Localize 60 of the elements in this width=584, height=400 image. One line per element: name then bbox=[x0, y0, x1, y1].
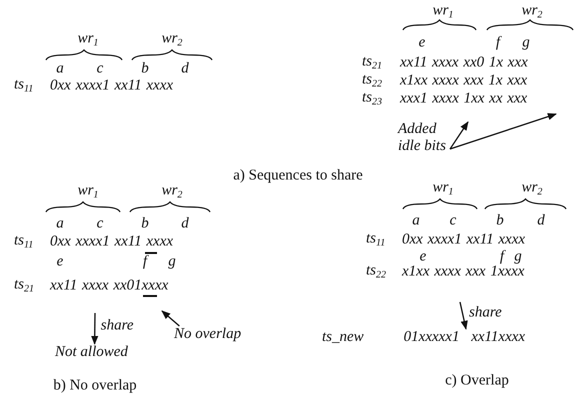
bit-sequence: 01xxxxx1 xx11xxxx bbox=[404, 329, 526, 346]
annotation-text: Added idle bits bbox=[398, 121, 447, 154]
panel-caption: b) No overlap bbox=[53, 378, 137, 394]
field-letter: b bbox=[141, 62, 149, 76]
sequence-name: ts$_{11}$ bbox=[366, 232, 386, 248]
bit-sequence: xx11 xxxx xx01xxxx bbox=[50, 278, 168, 294]
field-letter: d bbox=[181, 216, 189, 232]
group-label: wr$_{2}$ bbox=[522, 180, 542, 198]
field-letter: f bbox=[142, 254, 148, 270]
bit-sequence: x1xx xxxx xxx 1x xxx bbox=[400, 74, 528, 88]
bit-sequence: xxx1 xxxx 1xx xx xxx bbox=[400, 92, 528, 106]
sequence-name: ts$_{21}$ bbox=[362, 54, 382, 72]
group-label: wr$_{2}$ bbox=[162, 32, 182, 48]
arrow bbox=[459, 302, 468, 330]
field-letter: d bbox=[537, 214, 545, 228]
field-letter: f bbox=[500, 250, 504, 264]
group-label: wr$_{2}$ bbox=[162, 184, 182, 200]
field-letter: e bbox=[418, 36, 426, 50]
group-label: wr$_{1}$ bbox=[78, 184, 98, 200]
sequence-name: ts$_{21}$ bbox=[14, 278, 34, 294]
bit-sequence: xx11 xxxx xx0 1x xxx bbox=[400, 56, 528, 70]
sequence-name: ts$_{22}$ bbox=[362, 72, 382, 90]
panel-caption: a) Sequences to share bbox=[233, 168, 363, 184]
group-label: wr$_{1}$ bbox=[432, 4, 454, 20]
panel-caption: c) Overlap bbox=[445, 374, 509, 388]
arrow bbox=[91, 313, 98, 345]
field-letter: a bbox=[56, 62, 64, 76]
field-letter: g bbox=[522, 36, 530, 50]
sequence-name: ts$_{11}$ bbox=[14, 234, 34, 250]
leader-arrow bbox=[450, 113, 557, 150]
field-letter: c bbox=[96, 216, 104, 232]
leader-arrow bbox=[161, 310, 180, 326]
field-letter: e bbox=[420, 250, 426, 264]
bit-sequence: 0xx xxxx1 xx11 xxxx bbox=[50, 78, 174, 94]
bit-sequence: 0xx xxxx1 xx11 xxxx bbox=[50, 234, 174, 250]
edge-label: share bbox=[100, 318, 134, 333]
field-letter: f bbox=[496, 36, 500, 50]
bit-sequence: 0xx xxxx1 xx11 xxxx bbox=[402, 232, 526, 248]
field-letter: g bbox=[514, 250, 522, 264]
group-label: wr$_{2}$ bbox=[522, 4, 542, 20]
sequence-name: ts$_{23}$ bbox=[362, 90, 382, 108]
field-letter: a bbox=[412, 214, 420, 228]
field-letter: d bbox=[181, 62, 189, 76]
bit-sequence: x1xx xxxx xxx 1xxxx bbox=[402, 264, 524, 280]
field-letter: e bbox=[56, 254, 64, 270]
sequence-name: ts_new bbox=[322, 329, 364, 346]
annotation-text: No overlap bbox=[174, 326, 242, 342]
field-letter: g bbox=[168, 254, 176, 270]
sequence-name: ts$_{22}$ bbox=[366, 264, 386, 280]
edge-label: share bbox=[469, 305, 502, 320]
field-letter: c bbox=[450, 214, 456, 228]
field-letter: c bbox=[96, 62, 104, 76]
field-letter: b bbox=[496, 214, 504, 228]
field-letter: a bbox=[56, 216, 64, 232]
field-letter: b bbox=[141, 216, 149, 232]
sequence-name: ts$_{11}$ bbox=[14, 78, 34, 94]
group-label: wr$_{1}$ bbox=[78, 32, 98, 48]
group-label: wr$_{1}$ bbox=[432, 180, 454, 198]
leader-arrow bbox=[449, 121, 469, 150]
annotation-text: Not allowed bbox=[55, 344, 129, 360]
